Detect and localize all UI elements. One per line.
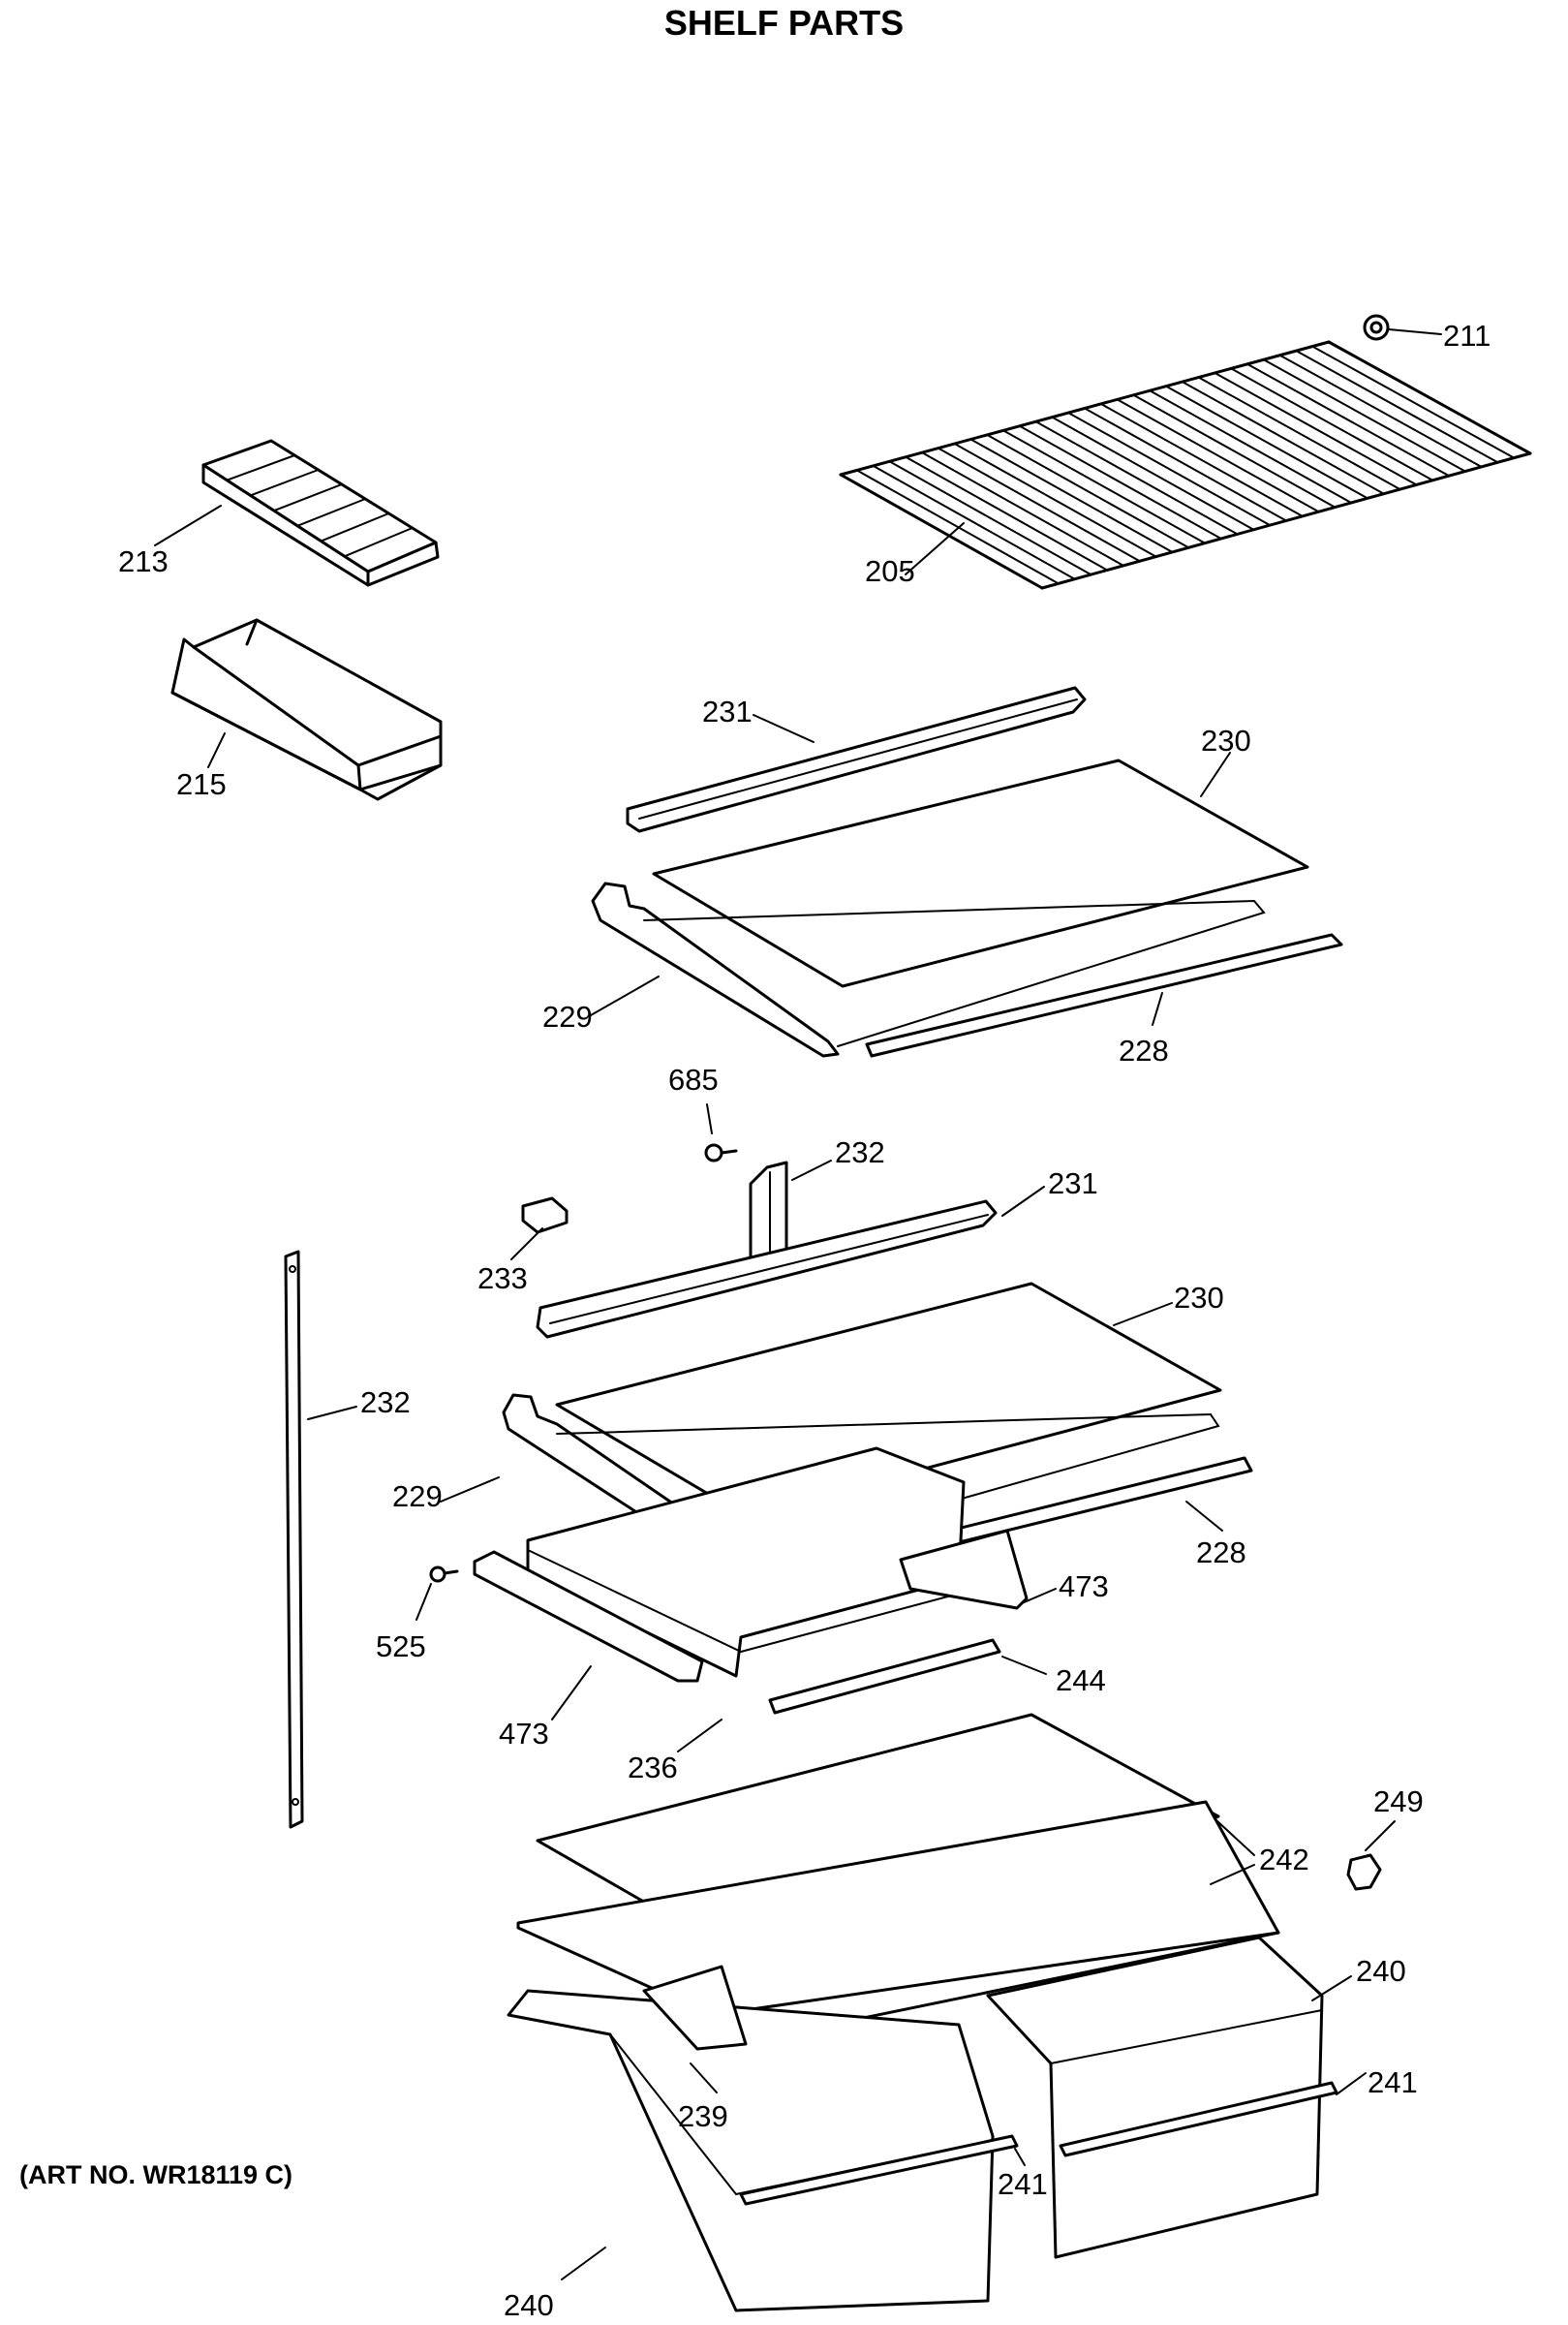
shelf-wire xyxy=(921,451,1124,567)
callout-525: 525 xyxy=(376,1629,426,1663)
callout-236: 236 xyxy=(628,1751,678,1784)
callout-228-lower: 228 xyxy=(1196,1535,1246,1569)
callout-215: 215 xyxy=(176,767,227,801)
part-232-short-rail: 232 xyxy=(749,1135,885,1261)
shelf-wire xyxy=(1295,350,1499,464)
callout-230-lower: 230 xyxy=(1174,1281,1224,1315)
callout-249: 249 xyxy=(1373,1784,1424,1818)
callout-473-right: 473 xyxy=(1059,1569,1109,1603)
callout-205: 205 xyxy=(865,554,915,588)
shelf-wire xyxy=(872,464,1076,580)
part-233-clip: 233 xyxy=(477,1196,569,1295)
shelf-wire xyxy=(1311,345,1516,459)
tray-cell-divider xyxy=(249,469,320,497)
diagram-title: SHELF PARTS xyxy=(663,3,905,43)
callout-232-upper: 232 xyxy=(835,1135,885,1169)
callout-231-upper: 231 xyxy=(702,695,753,728)
part-211-shelf-stop: 211 xyxy=(1363,314,1491,353)
callout-228-upper: 228 xyxy=(1119,1034,1169,1068)
pan-cover-242: 242 xyxy=(516,1713,1309,2046)
callout-229-upper: 229 xyxy=(542,1000,593,1034)
callout-231-lower: 231 xyxy=(1048,1166,1098,1200)
shelf-wire xyxy=(1165,385,1368,500)
shelf-wire xyxy=(888,460,1092,576)
callout-240-right: 240 xyxy=(1356,1954,1406,1988)
shelf-wire xyxy=(1002,429,1206,544)
shelf-wire xyxy=(1051,416,1255,531)
upper-shelf-assembly: 231 230 229 228 xyxy=(542,686,1343,1068)
part-685-screw: 685 xyxy=(668,1063,738,1162)
shelf-wire xyxy=(1116,398,1320,513)
callout-241-right: 241 xyxy=(1368,2065,1418,2099)
tray-cell-divider xyxy=(226,454,296,481)
shelf-wire xyxy=(1181,381,1385,495)
callout-685: 685 xyxy=(668,1063,719,1097)
shelf-wire xyxy=(1246,362,1450,478)
callout-230-upper: 230 xyxy=(1201,724,1251,758)
part-249: 249 xyxy=(1346,1784,1424,1891)
callout-213: 213 xyxy=(118,544,169,578)
shelf-wire xyxy=(1214,371,1418,486)
shelf-wire xyxy=(1278,354,1483,468)
part-205-wire-shelf: 205 xyxy=(839,340,1532,590)
callout-244: 244 xyxy=(1056,1663,1106,1697)
shelf-wire xyxy=(1230,367,1434,481)
part-213-ice-tray: 213 xyxy=(118,439,440,587)
callout-229-lower: 229 xyxy=(392,1479,443,1513)
callout-233: 233 xyxy=(477,1261,528,1295)
art-number: (ART NO. WR18119 C) xyxy=(19,2160,293,2189)
part-525-screw: 525 xyxy=(376,1566,459,1663)
shelf-wire xyxy=(1018,424,1222,541)
callout-239: 239 xyxy=(678,2099,728,2133)
shelf-wire xyxy=(905,455,1109,572)
shelf-wire xyxy=(937,447,1141,563)
shelf-wire xyxy=(969,438,1174,553)
shelf-wire xyxy=(855,469,1060,585)
shelf-wire xyxy=(1132,393,1337,509)
tray-cell-divider xyxy=(343,527,414,558)
shelf-wire xyxy=(1149,389,1353,504)
shelf-wire xyxy=(986,433,1190,549)
callout-232-lower: 232 xyxy=(360,1385,411,1419)
shelf-wire xyxy=(1067,412,1272,527)
shelf-wire xyxy=(1197,376,1401,491)
part-215-door-bin: 215 xyxy=(170,618,443,801)
middle-shelf-assembly: 231 230 229 228 xyxy=(392,1166,1253,1586)
tray-cell-divider xyxy=(296,498,367,527)
callout-242: 242 xyxy=(1259,1843,1309,1876)
callout-473-left: 473 xyxy=(499,1717,549,1751)
callout-241-left: 241 xyxy=(998,2167,1048,2201)
shelf-wire xyxy=(1262,358,1466,473)
shelf-wire xyxy=(1084,407,1287,522)
shelf-wire xyxy=(1099,402,1304,517)
part-232-long-rail: 232 xyxy=(284,1250,411,1829)
tray-cell-divider xyxy=(320,512,390,542)
shelf-wire xyxy=(953,443,1157,558)
callout-211: 211 xyxy=(1443,319,1491,353)
crisper-pan-right: 240 241 xyxy=(986,1936,1418,2259)
shelf-wire xyxy=(1034,420,1239,536)
crisper-pan-left: 239 241 240 xyxy=(504,1965,1048,2322)
drawer-236-assembly: 473 244 473 236 xyxy=(473,1446,1109,1784)
tray-cell-divider xyxy=(272,483,343,512)
callout-240-left: 240 xyxy=(504,2288,554,2322)
